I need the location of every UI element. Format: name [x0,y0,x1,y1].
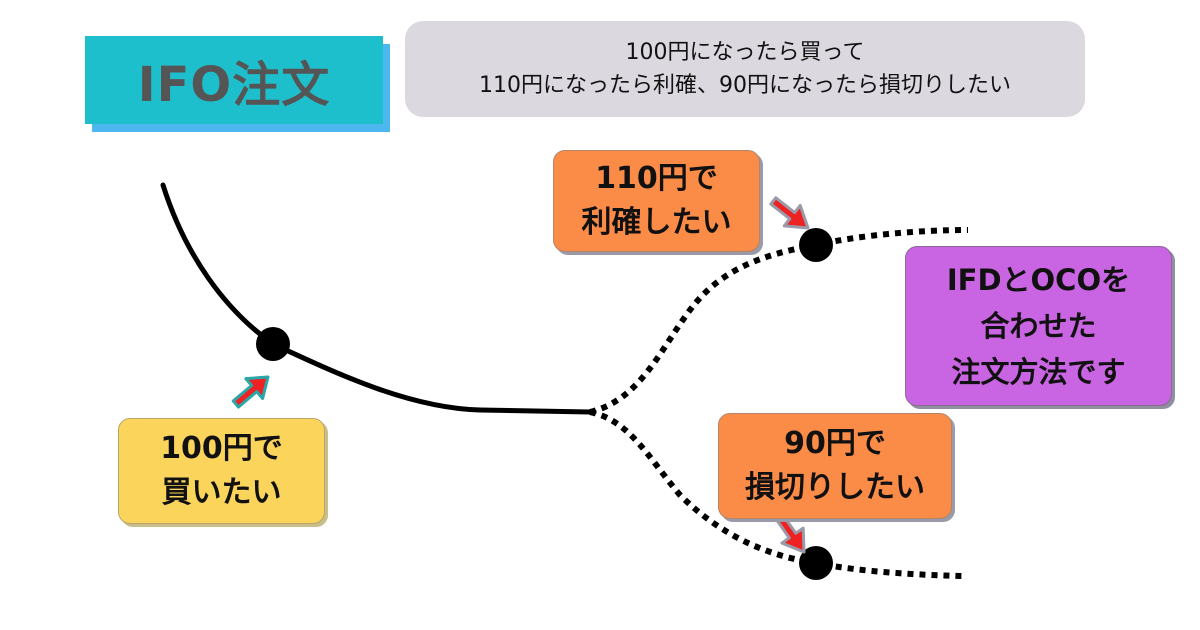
entry-point [256,327,290,361]
callout-note-line-1: IFDとOCOを [946,263,1131,297]
description-line-2: 110円になったら利確、90円になったら損切りしたい [479,73,1011,98]
callout-note-line-3: 注文方法です [951,355,1126,389]
callout-note-line-2: 合わせた [980,309,1097,343]
title-badge: IFO注文 [85,36,383,124]
arrow-icon-buy [231,375,270,409]
take-profit-point [799,228,833,262]
stop-loss-point [799,546,833,580]
callout-note: IFDとOCOを 合わせた 注文方法です [905,246,1172,406]
callout-stop-loss: 90円で 損切りしたい [718,413,952,519]
arrow-icon-take-profit [769,196,810,230]
take-profit-branch [589,227,969,415]
callout-take-profit-line-2: 利確したい [581,205,732,240]
callout-buy: 100円で 買いたい [118,418,325,524]
callout-stop-loss-line-1: 90円で [784,426,886,461]
description-line-1: 100円になったら買って [625,40,865,65]
callout-buy-line-1: 100円で [160,431,283,466]
page-title: IFO注文 [137,57,331,113]
arrow-icon-stop-loss [773,512,806,554]
callout-take-profit: 110円で 利確したい [553,150,760,252]
callout-stop-loss-line-2: 損切りしたい [745,470,925,505]
callout-take-profit-line-1: 110円で [595,161,718,196]
callout-buy-line-2: 買いたい [161,475,282,510]
stop-loss-branch [589,409,963,579]
price-line [160,182,593,415]
scenario-description: 100円になったら買って 110円になったら利確、90円になったら損切りしたい [405,21,1085,117]
